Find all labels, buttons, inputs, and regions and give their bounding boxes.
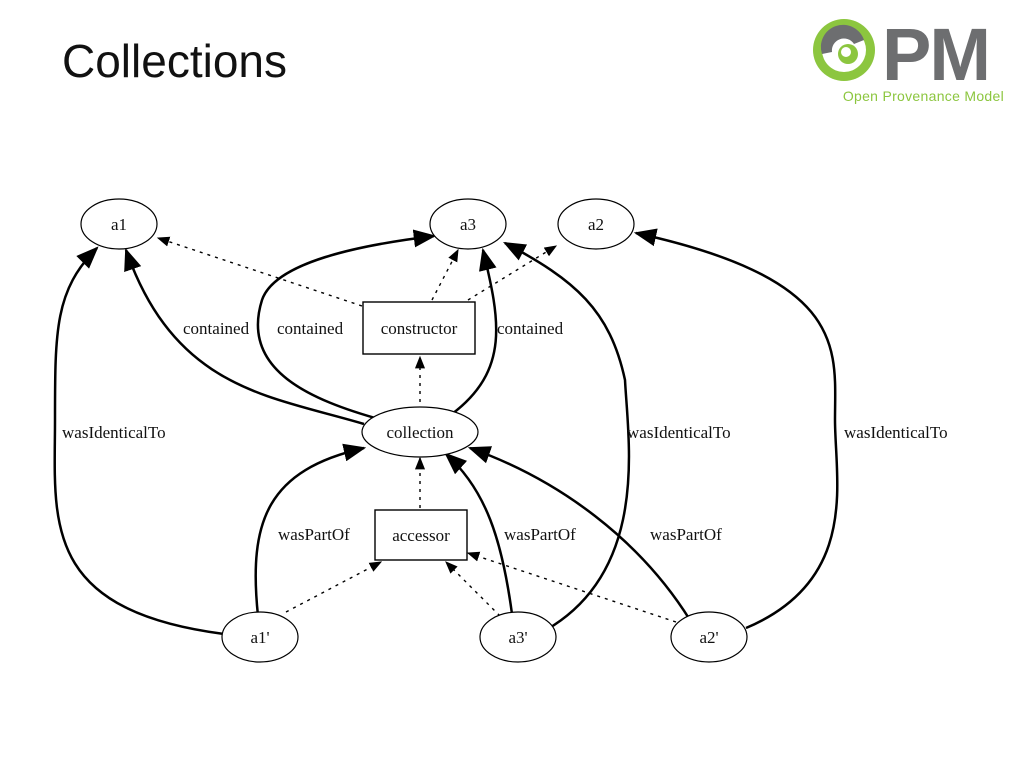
label-waspartof-a1: wasPartOf	[278, 525, 350, 544]
node-collection-label: collection	[386, 423, 454, 442]
opm-logo: PM Open Provenance Model	[808, 13, 1008, 110]
node-accessor: accessor	[374, 509, 468, 561]
edges-waspartof	[254, 443, 692, 621]
edge-a3p-accessor	[445, 561, 501, 617]
node-a2-prime-label: a2'	[699, 628, 718, 647]
edge-a2p-a2-wasidenticalto	[633, 228, 839, 630]
label-waspartof-a2: wasPartOf	[650, 525, 722, 544]
node-a3-label: a3	[460, 215, 476, 234]
edge-labels: contained contained contained wasIdentic…	[62, 319, 948, 544]
node-constructor-label: constructor	[381, 319, 458, 338]
edge-a1p-collection-waspartof	[254, 443, 367, 617]
label-contained-a3-right: contained	[497, 319, 564, 338]
edges-contained	[124, 229, 498, 426]
label-waspartof-a3: wasPartOf	[504, 525, 576, 544]
label-contained-a3-left: contained	[277, 319, 344, 338]
node-a2: a2	[557, 198, 635, 250]
node-a1-prime: a1'	[221, 611, 299, 663]
node-a3-prime: a3'	[479, 611, 557, 663]
edge-a3p-collection-waspartof	[444, 452, 514, 615]
node-a1-prime-label: a1'	[250, 628, 269, 647]
logo-tagline: Open Provenance Model	[842, 88, 1004, 104]
label-contained-a1: contained	[183, 319, 250, 338]
edge-collection-a1-contained	[124, 247, 365, 426]
logo-letters: PM	[882, 14, 989, 88]
node-accessor-label: accessor	[392, 526, 450, 545]
edge-a3p-a3-wasidenticalto	[503, 241, 631, 632]
node-a3-prime-label: a3'	[508, 628, 527, 647]
edge-collection-a3-contained-right	[451, 247, 498, 415]
logo-swirl-icon	[813, 19, 875, 81]
node-a1: a1	[80, 198, 158, 250]
slide-title: Collections	[62, 35, 287, 87]
edge-a1p-a1-wasidenticalto	[53, 246, 225, 636]
node-constructor: constructor	[362, 301, 476, 355]
node-a3: a3	[429, 198, 507, 250]
edges-constructor	[156, 236, 677, 623]
edge-a2p-collection-waspartof	[467, 446, 692, 621]
edges-wasidenticalto	[53, 228, 839, 636]
edge-constructor-a3	[431, 248, 459, 301]
edge-a1p-accessor	[285, 561, 383, 613]
edge-constructor-a2	[467, 245, 558, 301]
node-a2-label: a2	[588, 215, 604, 234]
label-wasidenticalto-a2: wasIdenticalTo	[844, 423, 948, 442]
edge-collection-a3-contained-left	[256, 229, 437, 422]
node-a1-label: a1	[111, 215, 127, 234]
edge-constructor-a1	[156, 236, 363, 307]
node-a2-prime: a2'	[670, 611, 748, 663]
label-wasidenticalto-a1: wasIdenticalTo	[62, 423, 166, 442]
label-wasidenticalto-a3: wasIdenticalTo	[627, 423, 731, 442]
node-collection: collection	[361, 406, 479, 458]
opm-logo-mark: PM	[813, 13, 991, 96]
